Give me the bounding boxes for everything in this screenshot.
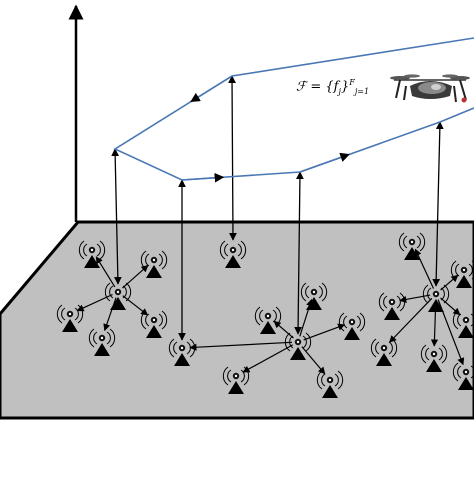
link-arrow bbox=[122, 295, 149, 316]
trajectory-arrowhead bbox=[190, 75, 233, 103]
formula-j: j bbox=[338, 86, 341, 96]
link-arrow bbox=[242, 344, 294, 373]
link-arrow bbox=[303, 323, 346, 341]
trajectory-arrowhead bbox=[299, 152, 350, 173]
link-arrow bbox=[189, 341, 293, 351]
projection-line bbox=[294, 171, 304, 335]
projection-line bbox=[432, 121, 444, 287]
projection-line bbox=[111, 148, 122, 285]
uav-trajectory bbox=[113, 37, 474, 181]
projection-line bbox=[228, 75, 237, 241]
projection-lines bbox=[111, 75, 444, 341]
link-arrow bbox=[103, 297, 117, 332]
formula-eq: = { bbox=[306, 79, 334, 95]
formula-lhs: ℱ bbox=[296, 79, 307, 95]
trajectory-arrowhead bbox=[181, 172, 225, 183]
trajectory-arrows bbox=[181, 75, 350, 183]
formula-f: f bbox=[333, 79, 339, 95]
link-arrow bbox=[122, 264, 149, 289]
formula-sup: F bbox=[349, 78, 355, 87]
formula-sub: j=1 bbox=[354, 86, 370, 96]
link-arrow bbox=[301, 346, 326, 375]
link-arrow bbox=[414, 248, 435, 289]
trajectory-formula: ℱ = {fj}Fj=1 bbox=[296, 78, 369, 96]
drone-icon bbox=[390, 74, 470, 103]
link-arrow bbox=[389, 297, 433, 343]
formula-close: } bbox=[340, 79, 350, 95]
